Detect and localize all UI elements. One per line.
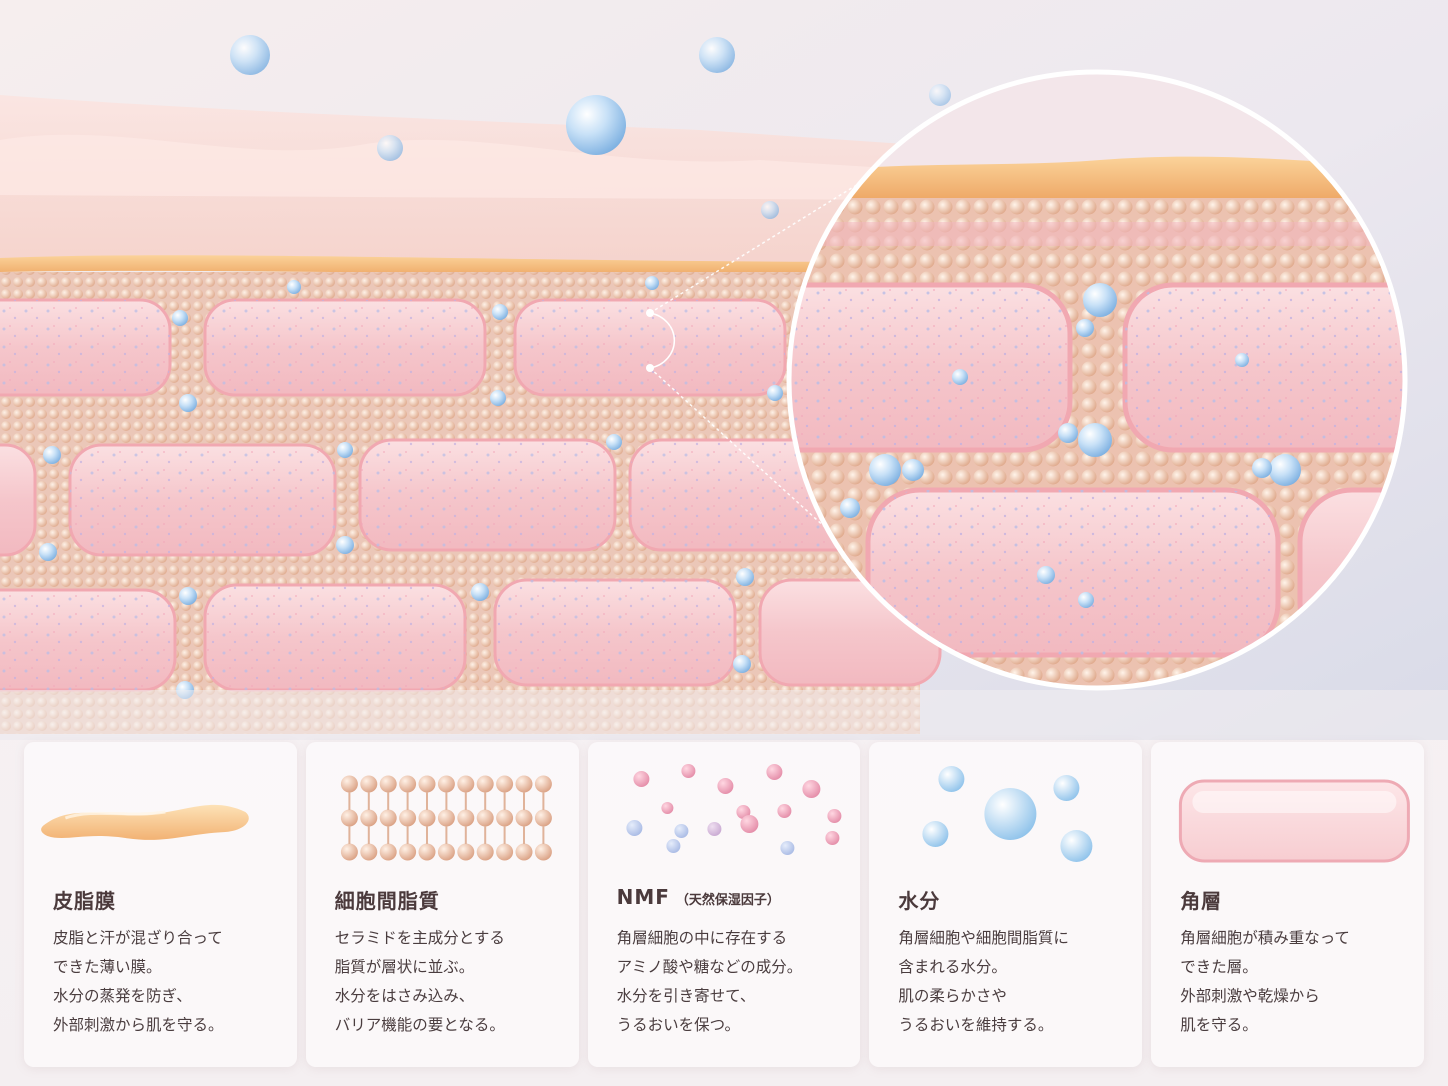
- description-line: 水分をはさみ込み、: [334, 987, 475, 1005]
- description-line: 皮脂と汗が混ざり合って: [53, 929, 223, 947]
- description-line: 角層細胞や細胞間脂質に: [898, 929, 1069, 947]
- description-line: セラミドを主成分とする: [334, 929, 505, 947]
- nmf-particles-icon: [625, 764, 841, 855]
- description-line: 角層細胞の中に存在する: [616, 929, 788, 947]
- card-title-text: 角層: [1180, 889, 1223, 913]
- card-description: 角層細胞や細胞間脂質に含まれる水分。肌の柔らかさやうるおいを維持する。: [898, 924, 1148, 1040]
- card-title-text: 細胞間脂質: [334, 889, 440, 913]
- description-line: できた層。: [1180, 958, 1258, 976]
- description-line: 含まれる水分。: [898, 958, 1007, 976]
- card-3: NMF （天然保湿因子） 角層細胞の中に存在するアミノ酸や糖などの成分。水分を引き寄…: [587, 742, 861, 1067]
- description-line: うるおいを維持する。: [898, 1016, 1054, 1034]
- card-title: 角層: [1180, 885, 1222, 914]
- card-title: 皮脂膜: [53, 885, 116, 914]
- card-title: NMF （天然保湿因子）: [617, 885, 780, 909]
- card-5: 角層角層細胞が積み重なってできた層。外部刺激や乾燥から肌を守る。: [1151, 742, 1424, 1067]
- card-2: 細胞間脂質セラミドを主成分とする脂質が層状に並ぶ。水分をはさみ込み、バリア機能の…: [305, 742, 579, 1067]
- water-droplets-icon: [922, 766, 1093, 862]
- description-line: できた薄い膜。: [53, 958, 162, 976]
- card-title-sub: （天然保湿因子）: [675, 893, 780, 908]
- card-4: 水分角層細胞や細胞間脂質に含まれる水分。肌の柔らかさやうるおいを維持する。: [869, 742, 1143, 1067]
- description-line: 角層細胞が積み重なって: [1180, 929, 1350, 947]
- description-line: 肌の柔らかさや: [898, 987, 1007, 1005]
- skin-structure-illustration: [0, 0, 1448, 740]
- card-1: 皮脂膜皮脂と汗が混ざり合ってできた薄い膜。水分の蒸発を防ぎ、外部刺激から肌を守る…: [24, 742, 297, 1067]
- card-title: 水分: [898, 885, 940, 914]
- description-line: 外部刺激から肌を守る。: [53, 1016, 224, 1034]
- description-line: うるおいを保つ。: [616, 1016, 740, 1034]
- sebum-film-icon: [41, 804, 249, 840]
- component-cards: 皮脂膜皮脂と汗が混ざり合ってできた薄い膜。水分の蒸発を防ぎ、外部刺激から肌を守る…: [24, 742, 1424, 1067]
- card-description: 角層細胞の中に存在するアミノ酸や糖などの成分。水分を引き寄せて、うるおいを保つ。: [617, 924, 867, 1040]
- card-title-text: 水分: [898, 889, 941, 913]
- description-line: 外部刺激や乾燥から: [1180, 987, 1320, 1005]
- description-line: 水分を引き寄せて、: [616, 987, 756, 1005]
- card-title-text: NMF: [616, 885, 670, 909]
- card-description: セラミドを主成分とする脂質が層状に並ぶ。水分をはさみ込み、バリア機能の要となる。: [335, 924, 585, 1040]
- description-line: 肌を守る。: [1180, 1016, 1258, 1034]
- description-line: アミノ酸や糖などの成分。: [616, 958, 803, 976]
- description-line: 水分の蒸発を防ぎ、: [53, 987, 192, 1005]
- description-line: バリア機能の要となる。: [334, 1016, 505, 1034]
- card-description: 皮脂と汗が混ざり合ってできた薄い膜。水分の蒸発を防ぎ、外部刺激から肌を守る。: [53, 924, 303, 1040]
- lipid-bilayer-icon: [340, 775, 552, 861]
- card-description: 角層細胞が積み重なってできた層。外部刺激や乾燥から肌を守る。: [1180, 924, 1430, 1040]
- corneocyte-icon: [1179, 779, 1411, 863]
- card-title-text: 皮脂膜: [53, 889, 116, 913]
- card-title: 細胞間脂質: [335, 885, 440, 914]
- description-line: 脂質が層状に並ぶ。: [334, 958, 475, 976]
